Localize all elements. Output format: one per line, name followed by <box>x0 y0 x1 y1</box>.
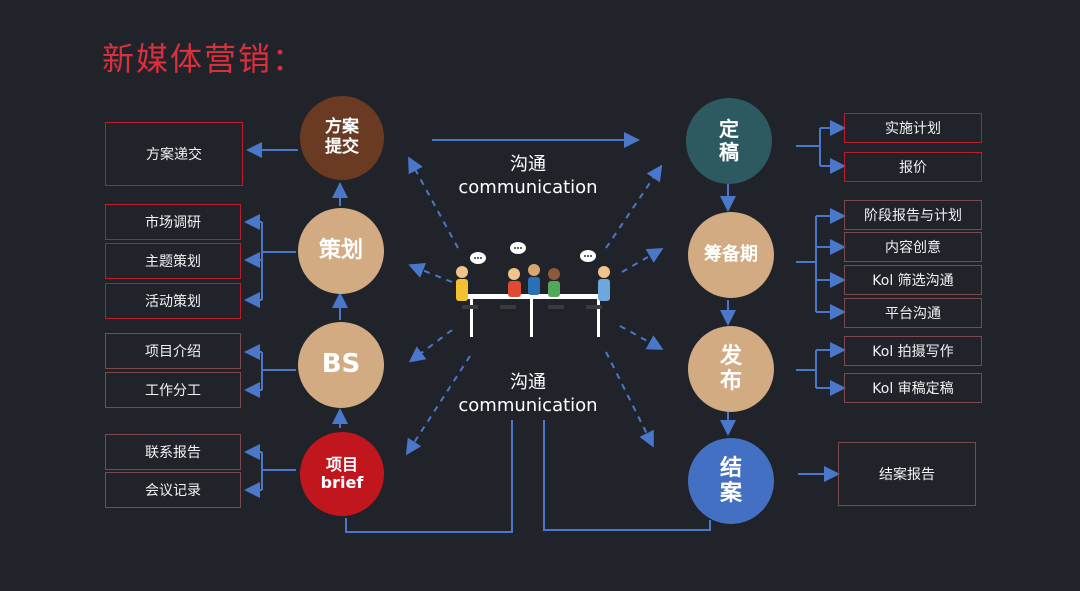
box-content-ideas: 内容创意 <box>844 232 982 262</box>
box-market-research: 市场调研 <box>105 204 241 240</box>
bracket-publish <box>796 350 817 388</box>
communication-label-bottom: 沟通 communication <box>455 372 601 417</box>
box-kol-screening: Kol 筛选沟通 <box>844 265 982 295</box>
box-contact-report: 联系报告 <box>105 434 241 470</box>
node-brief: 项目 brief <box>300 432 384 516</box>
communication-en: communication <box>458 394 598 416</box>
box-platform-comm: 平台沟通 <box>844 298 982 328</box>
node-publish: 发 布 <box>688 326 774 412</box>
box-work-division: 工作分工 <box>105 372 241 408</box>
dash-to-bs <box>408 329 453 363</box>
dash-to-proposal <box>408 156 459 249</box>
box-implementation-plan: 实施计划 <box>844 113 982 143</box>
communication-cn: 沟通 <box>510 372 546 393</box>
node-prep: 筹备期 <box>688 212 774 298</box>
bracket-prep <box>796 216 817 312</box>
communication-label-top: 沟通 communication <box>455 154 601 199</box>
box-closing-report: 结案报告 <box>838 442 976 506</box>
box-proposal-submit: 方案递交 <box>105 122 243 186</box>
box-kol-shooting: Kol 拍摄写作 <box>844 336 982 366</box>
dash-to-planning <box>408 263 453 283</box>
bracket-bs <box>261 352 296 390</box>
meeting-team-illustration <box>456 242 610 337</box>
bottom-link-left <box>345 420 513 533</box>
node-close: 结 案 <box>688 438 774 524</box>
box-project-intro: 项目介绍 <box>105 333 241 369</box>
box-quote: 报价 <box>844 152 982 182</box>
page-title: 新媒体营销： <box>102 40 307 78</box>
dash-to-prep <box>621 247 664 273</box>
box-kol-review: Kol 审稿定稿 <box>844 373 982 403</box>
node-finalize: 定 稿 <box>686 98 772 184</box>
bracket-brief <box>261 452 296 490</box>
bracket-finalize <box>796 128 821 166</box>
node-bs: BS <box>298 322 384 408</box>
communication-cn: 沟通 <box>510 154 546 175</box>
box-meeting-minutes: 会议记录 <box>105 472 241 508</box>
box-stage-report: 阶段报告与计划 <box>844 200 982 230</box>
communication-en: communication <box>458 176 598 198</box>
node-planning: 策划 <box>298 208 384 294</box>
box-activity-planning: 活动策划 <box>105 283 241 319</box>
dash-to-publish <box>619 325 664 350</box>
bottom-link-right <box>543 420 711 531</box>
dash-to-close <box>605 351 654 448</box>
box-theme-planning: 主题策划 <box>105 243 241 279</box>
dash-to-finalize <box>605 164 663 249</box>
node-proposal: 方案 提交 <box>300 96 384 180</box>
